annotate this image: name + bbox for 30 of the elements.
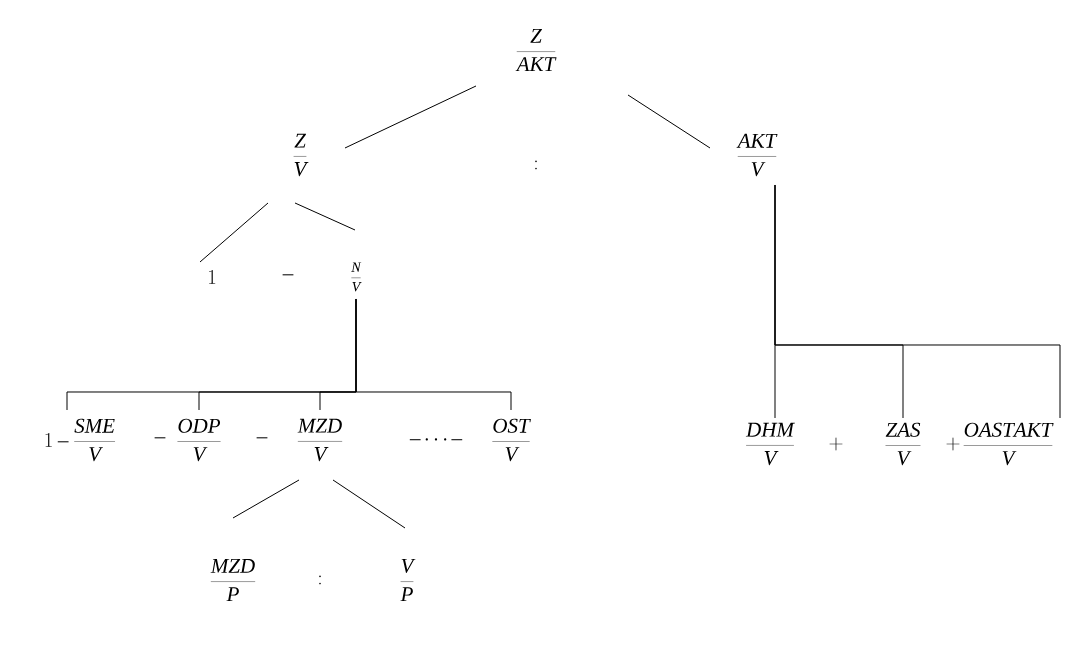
operator-sign: $-\cdots-$: [409, 438, 463, 441]
connector-line: [627, 94, 711, 149]
formula: $\frac{MZD}{V}$: [297, 418, 343, 462]
formula: $\frac{OASTAKT}{V}$: [963, 422, 1054, 466]
formula: $1-\frac{SME}{V}$: [45, 418, 116, 462]
formula: $\frac{MZD}{P}$: [210, 559, 256, 601]
formula: $\frac{ZAS}{V}$: [885, 422, 921, 466]
formula: $\frac{Z}{V}$: [293, 133, 309, 177]
operator-sign: $+$: [829, 437, 843, 451]
formula: $\frac{AKT}{V}$: [736, 133, 778, 177]
connector-line: [232, 479, 300, 519]
formula: $\frac{OST}{V}$: [492, 418, 531, 462]
formula: $\frac{Z}{AKT}$: [515, 29, 557, 71]
operator-sign: $:$: [319, 575, 321, 585]
connector-line: [355, 298, 512, 411]
operator-sign: $-$: [256, 437, 268, 439]
operator-sign: $-$: [282, 274, 294, 276]
operator-sign: $+$: [946, 437, 960, 451]
operator-sign: $:$: [535, 160, 537, 170]
connector-line: [774, 184, 1061, 419]
formula: $\frac{N}{V}$: [351, 262, 362, 292]
formula: $1$: [209, 269, 216, 284]
connector-line: [344, 85, 477, 149]
connector-line: [294, 202, 356, 231]
formula: $\frac{DHM}{V}$: [745, 422, 795, 466]
formula: $\frac{ODP}{V}$: [177, 418, 221, 462]
connector-line: [332, 479, 406, 529]
connector-line: [199, 202, 269, 263]
formula: $\frac{V}{P}$: [400, 559, 416, 601]
operator-sign: $-$: [154, 437, 166, 439]
